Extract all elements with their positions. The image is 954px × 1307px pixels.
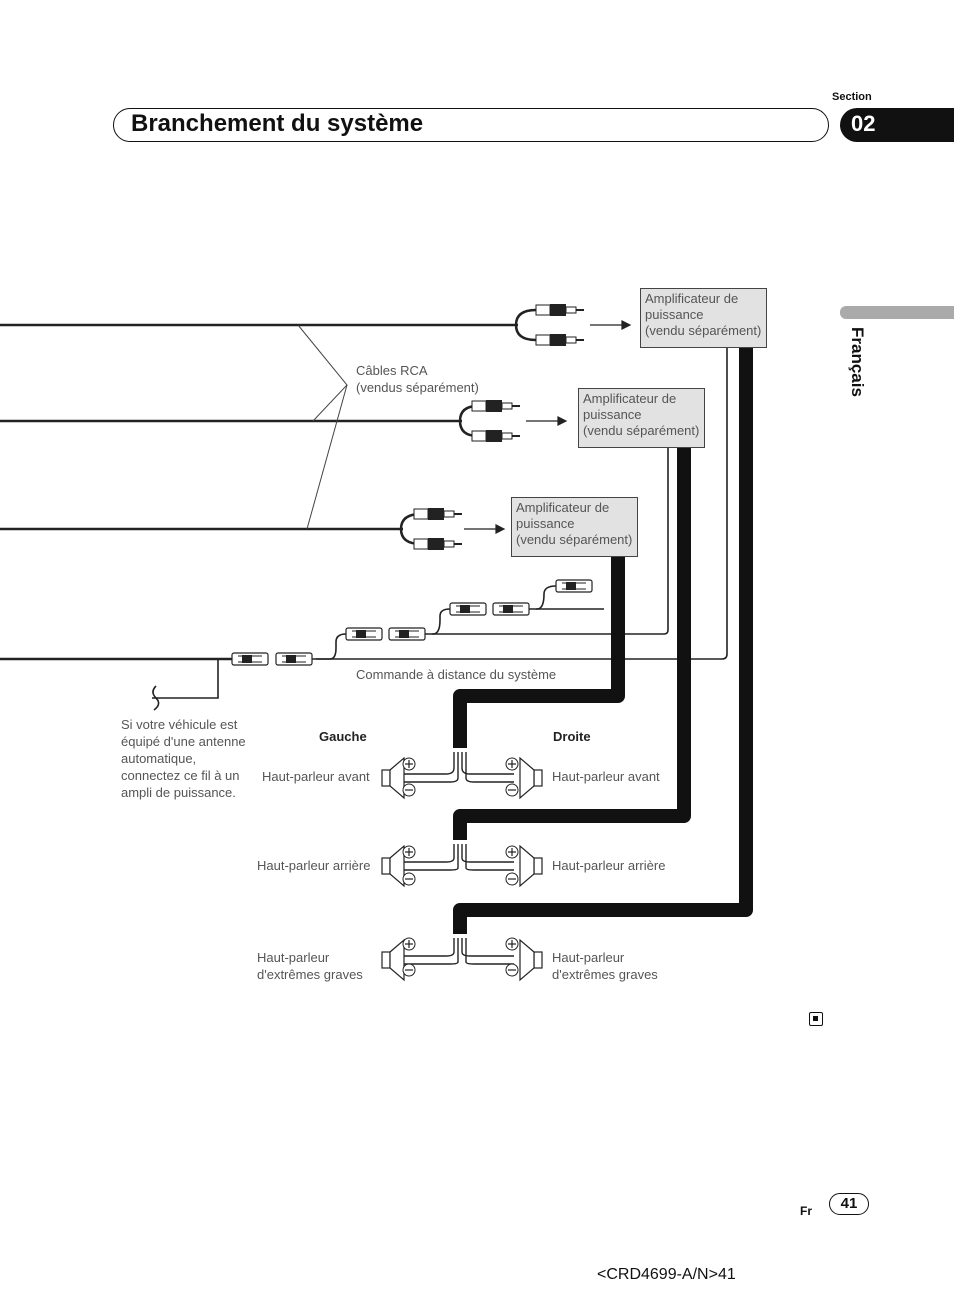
amp-label-line1: Amplificateur de [583,391,677,406]
amp-label-line3: (vendu séparément) [645,323,762,338]
end-of-section-icon [809,1012,823,1026]
right-heading: Droite [553,729,591,744]
subwoofer-left-label: Haut-parleur d'extrêmes graves [257,949,363,983]
rca-label-line1: Câbles RCA [356,363,428,378]
amp-label-line2: puissance [645,307,704,322]
sub-left-line1: Haut-parleur [257,950,330,965]
amp-label-line1: Amplificateur de [516,500,610,515]
amp-label-line3: (vendu séparément) [516,532,633,547]
amplifier-box-1: Amplificateur de puissance (vendu séparé… [640,288,767,348]
antenna-note: Si votre véhicule est équipé d'une anten… [121,717,246,800]
subwoofer-right-label: Haut-parleur d'extrêmes graves [552,949,658,983]
speaker-leads [404,752,514,965]
rear-left-speaker-label: Haut-parleur arrière [257,858,371,873]
sub-left-line2: d'extrêmes graves [257,967,363,982]
front-right-speaker-label: Haut-parleur avant [552,769,660,784]
amplifier-box-3: Amplificateur de puissance (vendu séparé… [511,497,638,557]
amp-label-line3: (vendu séparément) [583,423,700,438]
language-label: Français [848,327,867,397]
speaker-output-cables [453,346,753,934]
sub-right-line1: Haut-parleur [552,950,625,965]
rca-label-line2: (vendus séparément) [356,380,479,395]
page-number: 41 [829,1193,869,1215]
section-label: Section [832,91,872,103]
amp-label-line2: puissance [583,407,642,422]
amplifier-box-2: Amplificateur de puissance (vendu séparé… [578,388,705,448]
rca-cables-label: Câbles RCA (vendus séparément) [356,362,479,396]
remote-control-label: Commande à distance du système [356,667,557,682]
remote-cable-chain [152,585,604,711]
section-number: 02 [851,111,876,136]
front-left-speaker-label: Haut-parleur avant [262,769,370,784]
amp-label-line1: Amplificateur de [645,291,739,306]
page-title: Branchement du système [131,110,424,137]
rca-cables [0,323,518,661]
document-code: <CRD4699-A/N>41 [597,1266,736,1283]
rear-right-speaker-label: Haut-parleur arrière [552,858,666,873]
sub-right-line2: d'extrêmes graves [552,967,658,982]
polarity-marks [402,757,519,977]
polarity-signs [405,760,516,971]
left-heading: Gauche [319,729,367,744]
section-badge [840,108,954,142]
language-tab-bar [840,306,954,319]
signal-arrows [464,320,632,534]
amp-remote-leads [604,346,728,660]
footer-language-code: Fr [800,1204,812,1218]
rca-label-pointers [297,324,348,530]
header-title-frame [113,108,829,142]
amp-label-line2: puissance [516,516,575,531]
